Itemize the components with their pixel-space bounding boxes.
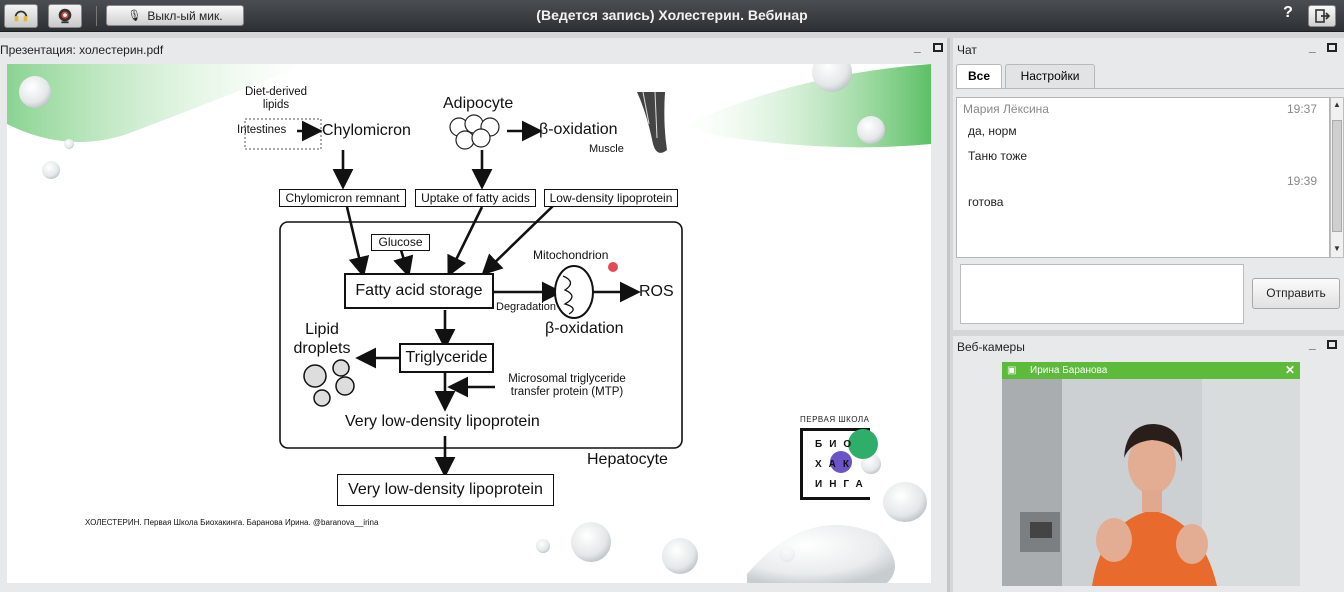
- mitochondrion-illustration: [554, 262, 618, 319]
- scroll-up-icon[interactable]: ▲: [1333, 100, 1341, 109]
- hepatocyte-label: Hepatocyte: [587, 451, 668, 468]
- message-text: готова: [968, 195, 1004, 209]
- chat-scrollbar[interactable]: ▲ ▼: [1330, 97, 1344, 258]
- message-author: Мария Лёксина: [963, 102, 1049, 116]
- webcams-minimize-icon[interactable]: _: [1309, 337, 1316, 351]
- scroll-down-icon[interactable]: ▼: [1333, 244, 1341, 253]
- ros-label: ROS: [639, 283, 674, 300]
- maximize-icon[interactable]: [933, 43, 943, 52]
- webcam-icon: ▣: [1007, 365, 1017, 376]
- microphone-label: Выкл-ый мик.: [147, 8, 223, 23]
- microphone-icon: 🎙: [127, 10, 142, 22]
- glucose-box: Glucose: [371, 234, 430, 251]
- beta-oxidation-top-label: β-oxidation: [539, 121, 618, 138]
- webcam-title-bar: ▣ Ирина Баранова ✕: [1002, 362, 1300, 379]
- webcam-video: [1002, 362, 1300, 586]
- headset-button[interactable]: [4, 4, 38, 28]
- presentation-slide: Diet-derived lipids Intestines Chylomicr…: [7, 64, 931, 583]
- slide-footer: ХОЛЕСТЕРИН. Первая Школа Биохакинга. Бар…: [85, 518, 379, 527]
- exit-button[interactable]: [1308, 5, 1336, 27]
- ldl-box: Low-density lipoprotein: [544, 189, 678, 207]
- chat-maximize-icon[interactable]: [1327, 43, 1337, 52]
- top-toolbar: 🎙 Выкл-ый мик. (Ведется запись) Холестер…: [0, 0, 1344, 32]
- chat-minimize-icon[interactable]: _: [1309, 40, 1316, 54]
- chylomicron-label: Chylomicron: [322, 122, 411, 139]
- presenter-name: Ирина Баранова: [1030, 365, 1108, 376]
- headset-icon: [14, 10, 28, 22]
- school-logo: ПЕРВАЯ ШКОЛА БИО ХАК ИНГА: [800, 415, 880, 503]
- muscle-illustration: [637, 91, 667, 153]
- message-text: Таню тоже: [968, 149, 1028, 163]
- tab-divider: [956, 88, 1344, 89]
- scrollbar-thumb[interactable]: [1332, 120, 1342, 232]
- fatty-acid-storage-box: Fatty acid storage: [344, 273, 494, 309]
- logo-row-3: ИНГА: [815, 479, 870, 490]
- logo-row-1: БИО: [815, 439, 859, 450]
- adipocyte-label: Adipocyte: [443, 95, 514, 112]
- degradation-label: Degradation: [496, 301, 556, 313]
- water-droplets: [19, 64, 927, 583]
- minimize-icon[interactable]: _: [914, 40, 921, 54]
- slide-canvas: [7, 64, 931, 583]
- message-time: 19:37: [1287, 102, 1318, 116]
- logo-caption: ПЕРВАЯ ШКОЛА: [800, 415, 870, 424]
- exit-icon: [1315, 9, 1330, 23]
- help-button[interactable]: ?: [1283, 4, 1293, 21]
- green-swoosh-right: [687, 64, 931, 148]
- webcam-icon: [58, 8, 72, 24]
- lipid-droplets-label: Lipid droplets: [293, 321, 351, 357]
- green-swoosh-left: [7, 64, 307, 142]
- triglyceride-box: Triglyceride: [399, 343, 494, 373]
- uptake-fatty-acids-box: Uptake of fatty acids: [415, 189, 536, 207]
- message-time: 19:39: [1287, 174, 1318, 188]
- webcams-maximize-icon[interactable]: [1327, 340, 1337, 349]
- chylomicron-remnant-box: Chylomicron remnant: [279, 189, 406, 207]
- beta-oxidation-bottom-label: β-oxidation: [545, 320, 624, 337]
- toolbar-divider: [96, 6, 97, 26]
- send-button[interactable]: Отправить: [1252, 278, 1340, 309]
- chat-log: Мария Лёксина 19:37 да, норм Таню тоже 1…: [956, 97, 1330, 258]
- pathway-arrows: [297, 120, 641, 478]
- mtp-label: Microsomal triglyceride transfer protein…: [508, 373, 626, 398]
- camera-button[interactable]: [48, 4, 82, 28]
- ros-dot: [608, 262, 618, 272]
- presentation-header: Презентация: холестерин.pdf: [0, 43, 164, 57]
- logo-row-2: ХАК: [815, 459, 856, 470]
- microphone-toggle-button[interactable]: 🎙 Выкл-ый мик.: [106, 5, 244, 26]
- hepatocyte-box: [279, 221, 683, 449]
- diet-lipids-label: Diet-derived lipids: [245, 86, 307, 111]
- lipid-droplets-illustration: [303, 359, 355, 407]
- presenter-video-frame: [1002, 362, 1300, 586]
- message-text: да, норм: [968, 124, 1017, 138]
- chat-header: Чат: [957, 43, 977, 57]
- adipocyte-cells: [449, 114, 500, 150]
- muscle-label: Muscle: [589, 143, 624, 155]
- close-webcam-icon[interactable]: ✕: [1285, 363, 1296, 377]
- intestines-label: Intestines: [237, 124, 287, 136]
- mitochondrion-label: Mitochondrion: [533, 248, 609, 262]
- chat-message-input[interactable]: [960, 264, 1244, 324]
- tab-all[interactable]: Все: [956, 64, 1002, 88]
- tab-settings[interactable]: Настройки: [1005, 64, 1095, 88]
- webcams-header: Веб-камеры: [957, 340, 1025, 354]
- vldl-outer-box: Very low-density lipoprotein: [337, 474, 554, 506]
- vldl-inner-label: Very low-density lipoprotein: [345, 413, 540, 430]
